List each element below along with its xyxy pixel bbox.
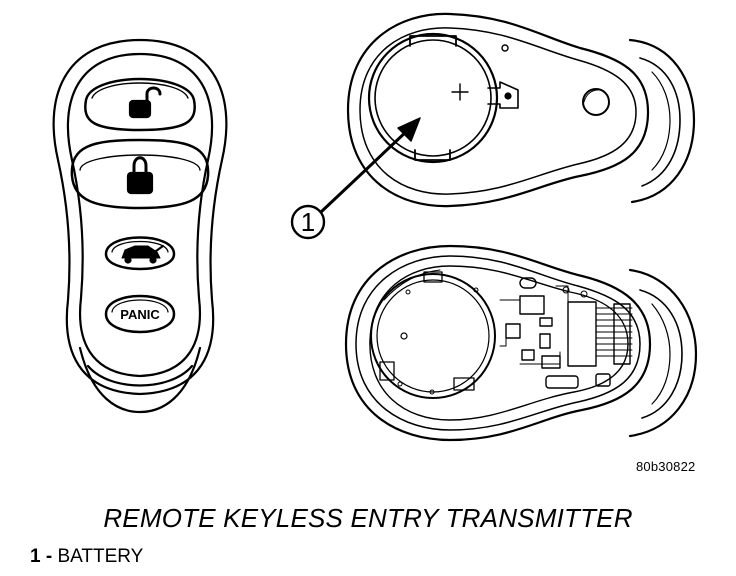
callout-circle xyxy=(290,204,326,240)
legend-label: BATTERY xyxy=(57,546,144,567)
lock-button xyxy=(70,138,210,210)
lock-padlock-icon xyxy=(126,156,154,195)
legend-item: 1 - BATTERY xyxy=(30,546,143,568)
transmitter-front-view: PANIC xyxy=(52,38,228,414)
battery-callout: 1 xyxy=(290,117,421,240)
car-trunk-icon xyxy=(121,245,164,264)
battery xyxy=(367,32,519,164)
unlock-button xyxy=(84,77,196,132)
panic-label: PANIC xyxy=(120,307,160,322)
circuit-components xyxy=(499,277,633,389)
panic-button: PANIC xyxy=(104,294,176,334)
callout-number: 1 xyxy=(301,207,315,237)
case-battery-view xyxy=(346,12,696,208)
figure-caption: REMOTE KEYLESS ENTRY TRANSMITTER xyxy=(103,503,633,533)
battery-plus-symbol xyxy=(451,83,469,101)
unlock-padlock-icon xyxy=(128,86,162,119)
legend-number: 1 - xyxy=(30,546,53,567)
case-circuit-board-view xyxy=(344,244,698,442)
figure-id: 80b30822 xyxy=(636,459,696,474)
trunk-button xyxy=(104,236,176,271)
